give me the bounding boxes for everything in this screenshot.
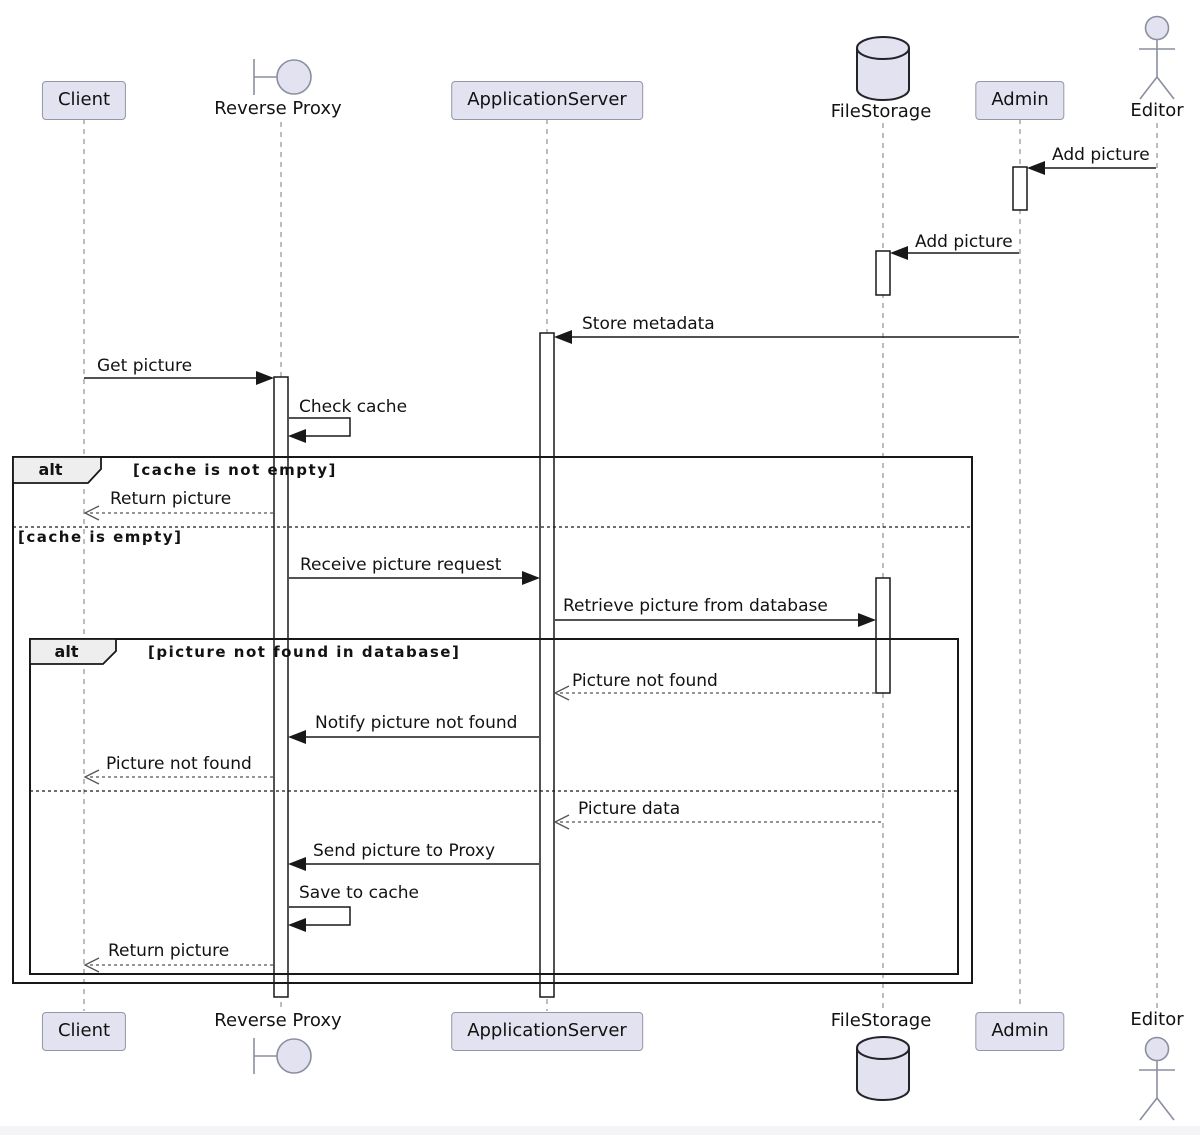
- database-icon-file-storage-bottom: [856, 1036, 910, 1101]
- bottom-margin-strip: [0, 1126, 1200, 1135]
- participant-label-reverse-proxy-bottom: Reverse Proxy: [214, 1010, 342, 1031]
- message-label-get-picture: Get picture: [97, 356, 193, 376]
- activation-file-storage-2: [875, 577, 891, 694]
- arrow-picture-not-found-fs-as: [553, 685, 875, 701]
- return-arrows: [83, 505, 881, 973]
- arrow-store-metadata: [554, 330, 1019, 344]
- alt-inner-guard-1: [picture not found in database]: [148, 643, 461, 661]
- arrow-add-picture-editor-admin: [1027, 161, 1156, 175]
- arrow-receive-picture-request: [289, 571, 540, 585]
- alt-outer-operator-pentagon: [12, 456, 102, 484]
- actor-icon-editor-bottom: [1139, 1036, 1175, 1121]
- boundary-icon-reverse-proxy-top: [253, 59, 312, 95]
- message-label-check-cache: Check cache: [299, 397, 408, 417]
- message-label-return-picture-2: Return picture: [108, 941, 230, 961]
- activation-file-storage-1: [875, 250, 891, 296]
- participant-label-editor-top: Editor: [1130, 100, 1184, 121]
- solid-arrows: [84, 161, 1156, 932]
- database-icon-file-storage-top: [856, 36, 910, 101]
- participant-label-editor-bottom: Editor: [1130, 1009, 1184, 1030]
- arrow-return-picture-2: [83, 957, 273, 973]
- alt-outer-guard-1: [cache is not empty]: [133, 461, 337, 479]
- alt-outer-operator-label: alt: [38, 460, 63, 479]
- alt-inner-operator-label: alt: [54, 642, 79, 661]
- message-label-save-to-cache: Save to cache: [299, 883, 419, 903]
- arrow-save-to-cache-self: [288, 906, 351, 932]
- activation-application-server: [539, 332, 555, 998]
- arrow-picture-not-found-rp-client: [83, 769, 273, 785]
- participant-box-client-bottom: Client: [41, 1012, 127, 1051]
- activation-admin: [1012, 166, 1028, 211]
- arrow-picture-data: [553, 814, 881, 830]
- alt-fragment-outer: [12, 456, 973, 984]
- actor-icon-editor-top: [1139, 15, 1175, 100]
- message-label-picture-not-found-2: Picture not found: [106, 754, 252, 774]
- participant-box-application-server-bottom: ApplicationServer: [451, 1012, 643, 1051]
- activation-reverse-proxy: [273, 376, 289, 998]
- participant-box-application-server-top: ApplicationServer: [451, 81, 643, 120]
- activation-bars: [273, 166, 1028, 998]
- arrow-retrieve-picture-from-database: [555, 613, 876, 627]
- message-label-picture-not-found-1: Picture not found: [572, 671, 718, 691]
- alt-outer-guard-2: [cache is empty]: [18, 528, 183, 546]
- message-label-picture-data: Picture data: [578, 799, 681, 819]
- alt-inner-operator-pentagon: [29, 638, 117, 665]
- alt-fragment-inner: [29, 638, 959, 975]
- arrow-send-picture-to-proxy: [288, 857, 539, 871]
- message-label-notify-picture-not-found: Notify picture not found: [315, 713, 518, 733]
- message-label-retrieve-picture: Retrieve picture from database: [563, 596, 828, 616]
- arrow-add-picture-admin-filestorage: [890, 246, 1019, 260]
- message-label-add-picture-1: Add picture: [1052, 145, 1150, 165]
- message-label-return-picture-1: Return picture: [110, 489, 232, 509]
- arrow-notify-picture-not-found: [288, 730, 539, 744]
- arrow-check-cache-self: [288, 417, 351, 443]
- participant-label-file-storage-bottom: FileStorage: [830, 1010, 932, 1031]
- message-label-send-picture-to-proxy: Send picture to Proxy: [313, 841, 496, 861]
- message-label-receive-picture-request: Receive picture request: [300, 555, 502, 575]
- arrow-return-picture-1: [83, 505, 273, 521]
- participant-box-client-top: Client: [41, 81, 127, 120]
- participant-box-admin-bottom: Admin: [975, 1012, 1065, 1051]
- boundary-icon-reverse-proxy-bottom: [253, 1038, 312, 1074]
- participant-box-admin-top: Admin: [975, 81, 1065, 120]
- message-label-add-picture-2: Add picture: [915, 232, 1013, 252]
- arrow-get-picture: [84, 371, 274, 385]
- participant-label-file-storage-top: FileStorage: [830, 101, 932, 122]
- participant-label-reverse-proxy-top: Reverse Proxy: [214, 98, 342, 119]
- message-label-store-metadata: Store metadata: [582, 314, 715, 334]
